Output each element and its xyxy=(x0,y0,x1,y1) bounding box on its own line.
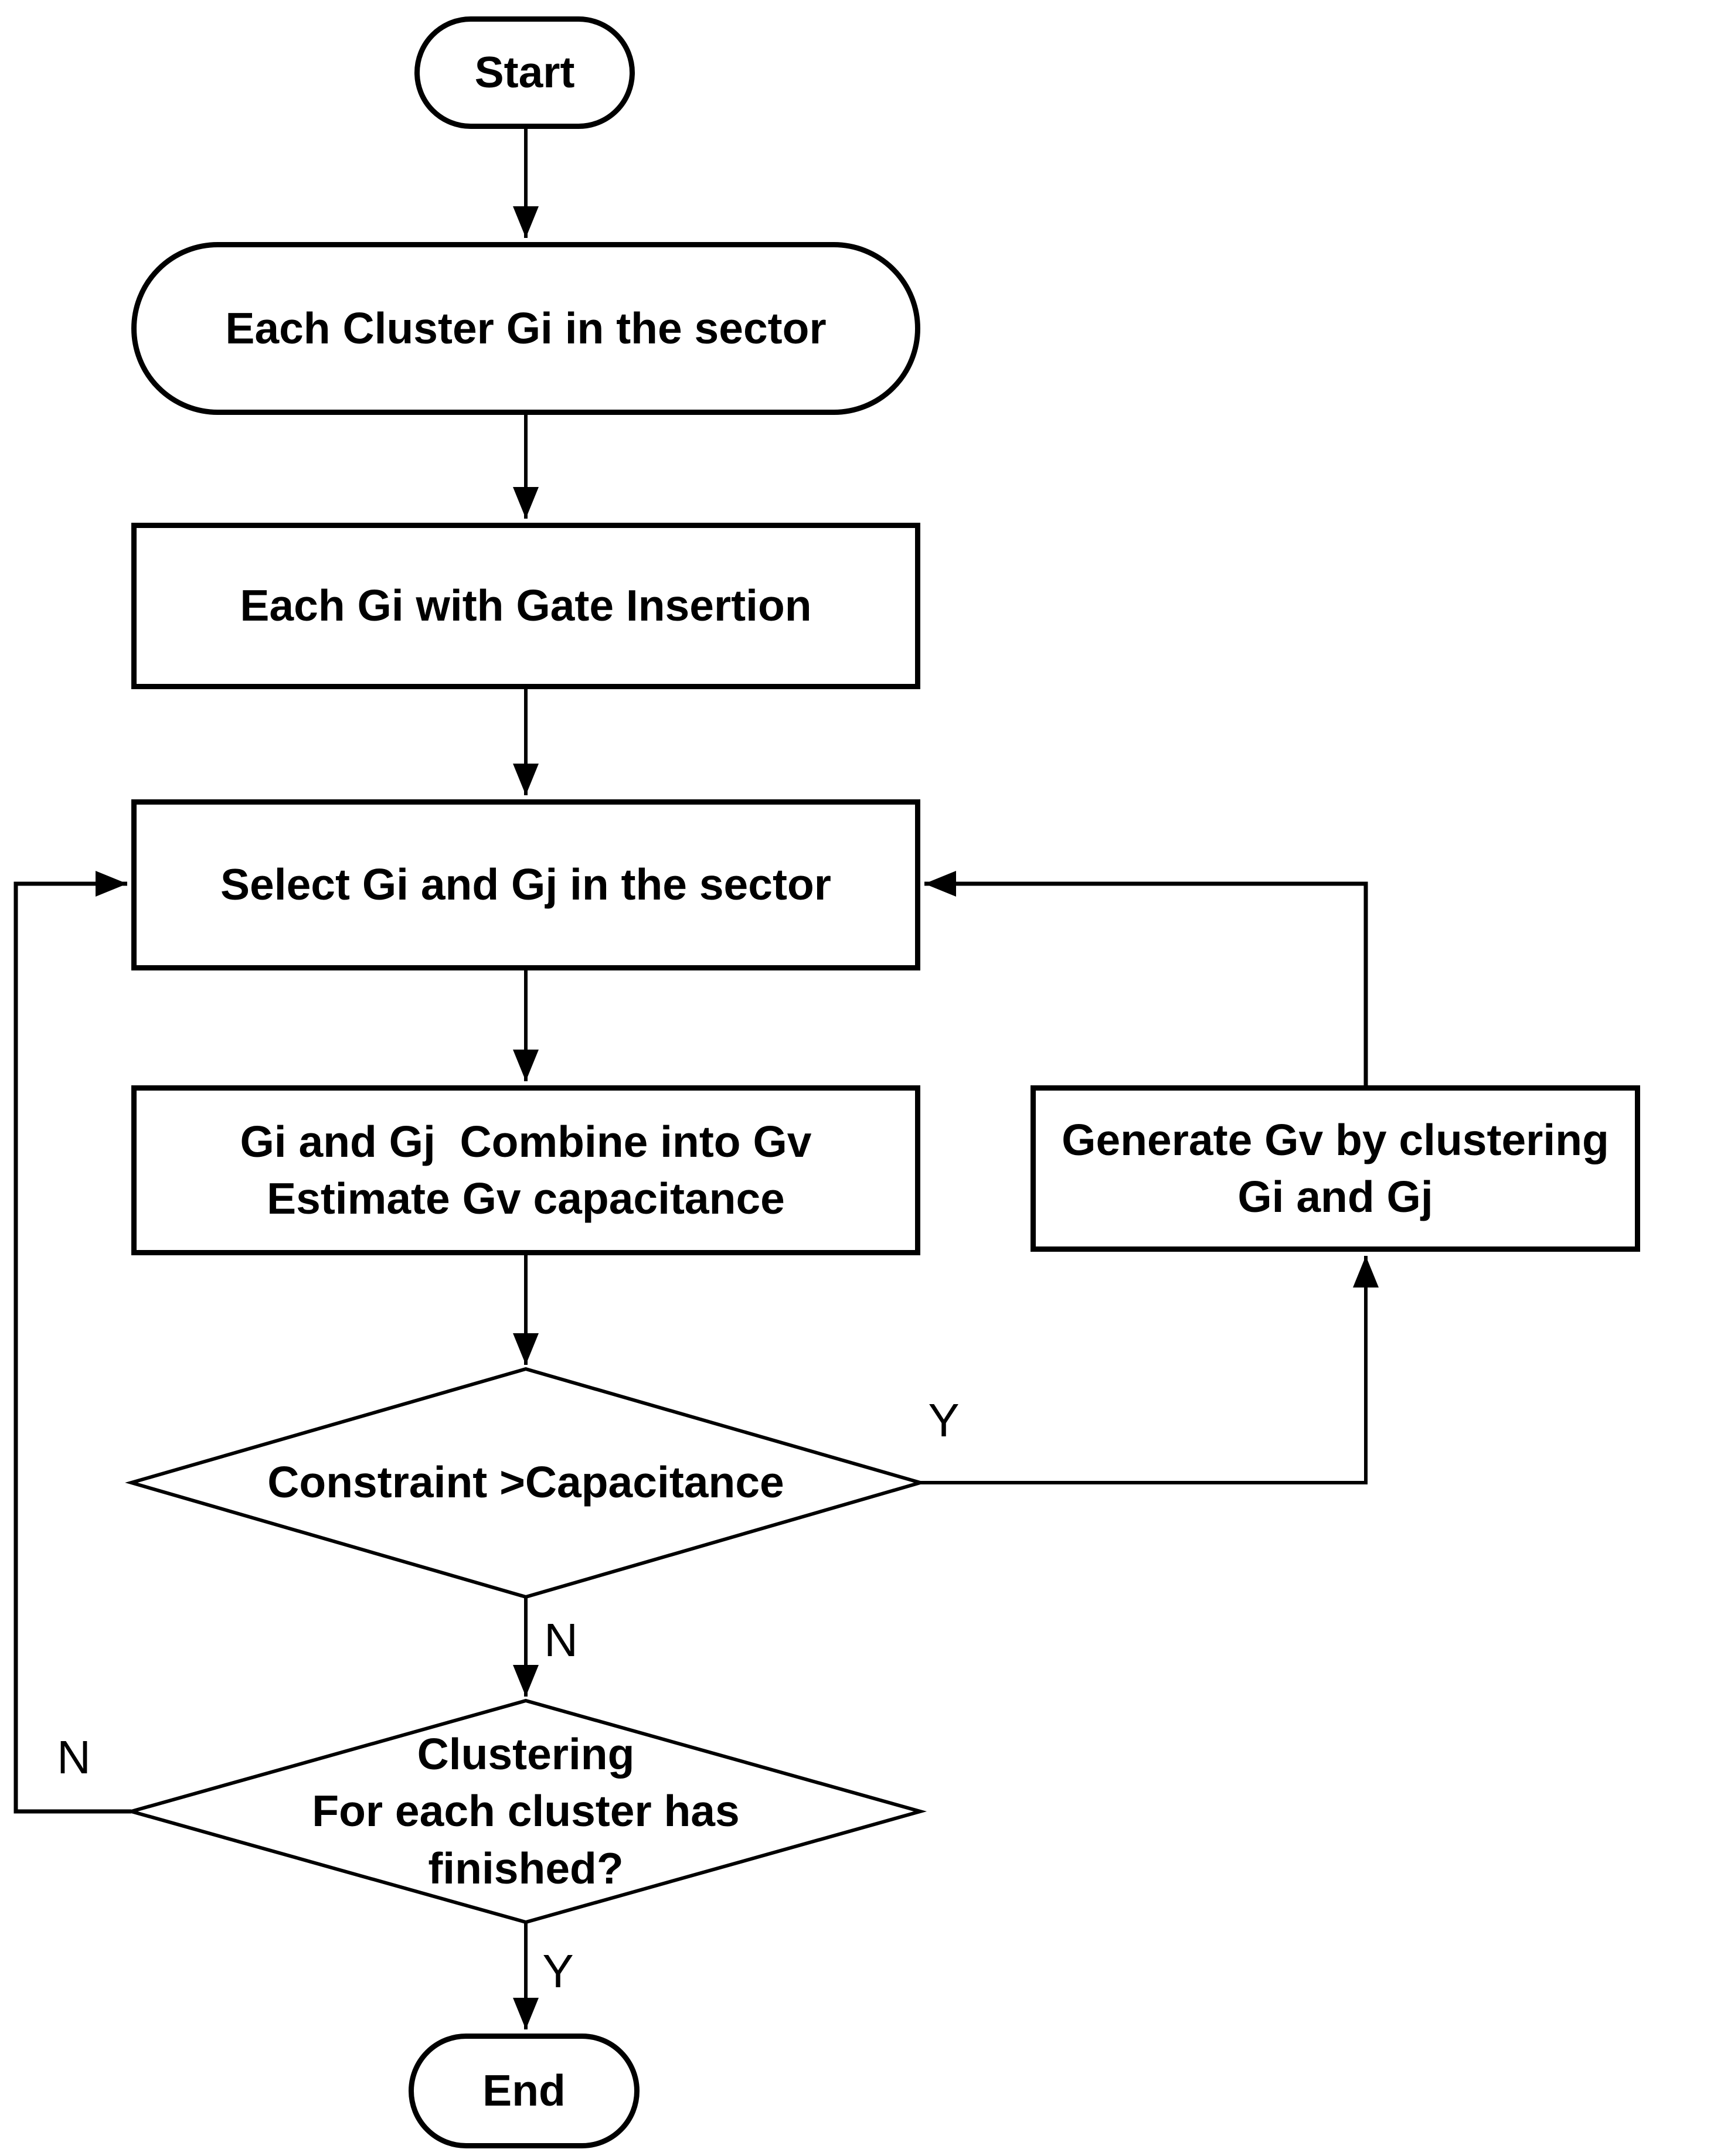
decision-constraint-capacitance-shape xyxy=(125,1367,927,1599)
node-end-terminator: End xyxy=(409,2034,640,2148)
node-each-cluster-gi: Each Cluster Gi in the sector xyxy=(131,242,920,415)
decision-clustering-finished-shape xyxy=(124,1698,927,1925)
branch-label-constraint-yes: Y xyxy=(928,1394,960,1446)
decision-constraint-capacitance-label: Constraint >Capacitance xyxy=(267,1457,784,1507)
branch-label-finished-yes: Y xyxy=(542,1945,574,1997)
node-start-terminator: Start xyxy=(414,16,635,129)
branch-label-finished-no: N xyxy=(57,1731,91,1783)
node-combine-estimate-capacitance: Gi and Gj Combine into Gv Estimate Gv ca… xyxy=(131,1085,920,1255)
edge-finished-no-to-select xyxy=(13,871,131,1814)
decision-clustering-finished-label: Clustering For each cluster has finished… xyxy=(312,1729,740,1893)
edge-generate-to-select xyxy=(924,871,1368,1085)
node-select-gi-gj: Select Gi and Gj in the sector xyxy=(131,799,920,970)
node-generate-gv-clustering: Generate Gv by clustering Gi and Gj xyxy=(1031,1085,1640,1252)
edge-constraint-yes-to-generate xyxy=(920,1256,1379,1484)
node-each-gi-gate-insertion: Each Gi with Gate Insertion xyxy=(131,523,920,689)
branch-label-constraint-no: N xyxy=(544,1614,578,1666)
